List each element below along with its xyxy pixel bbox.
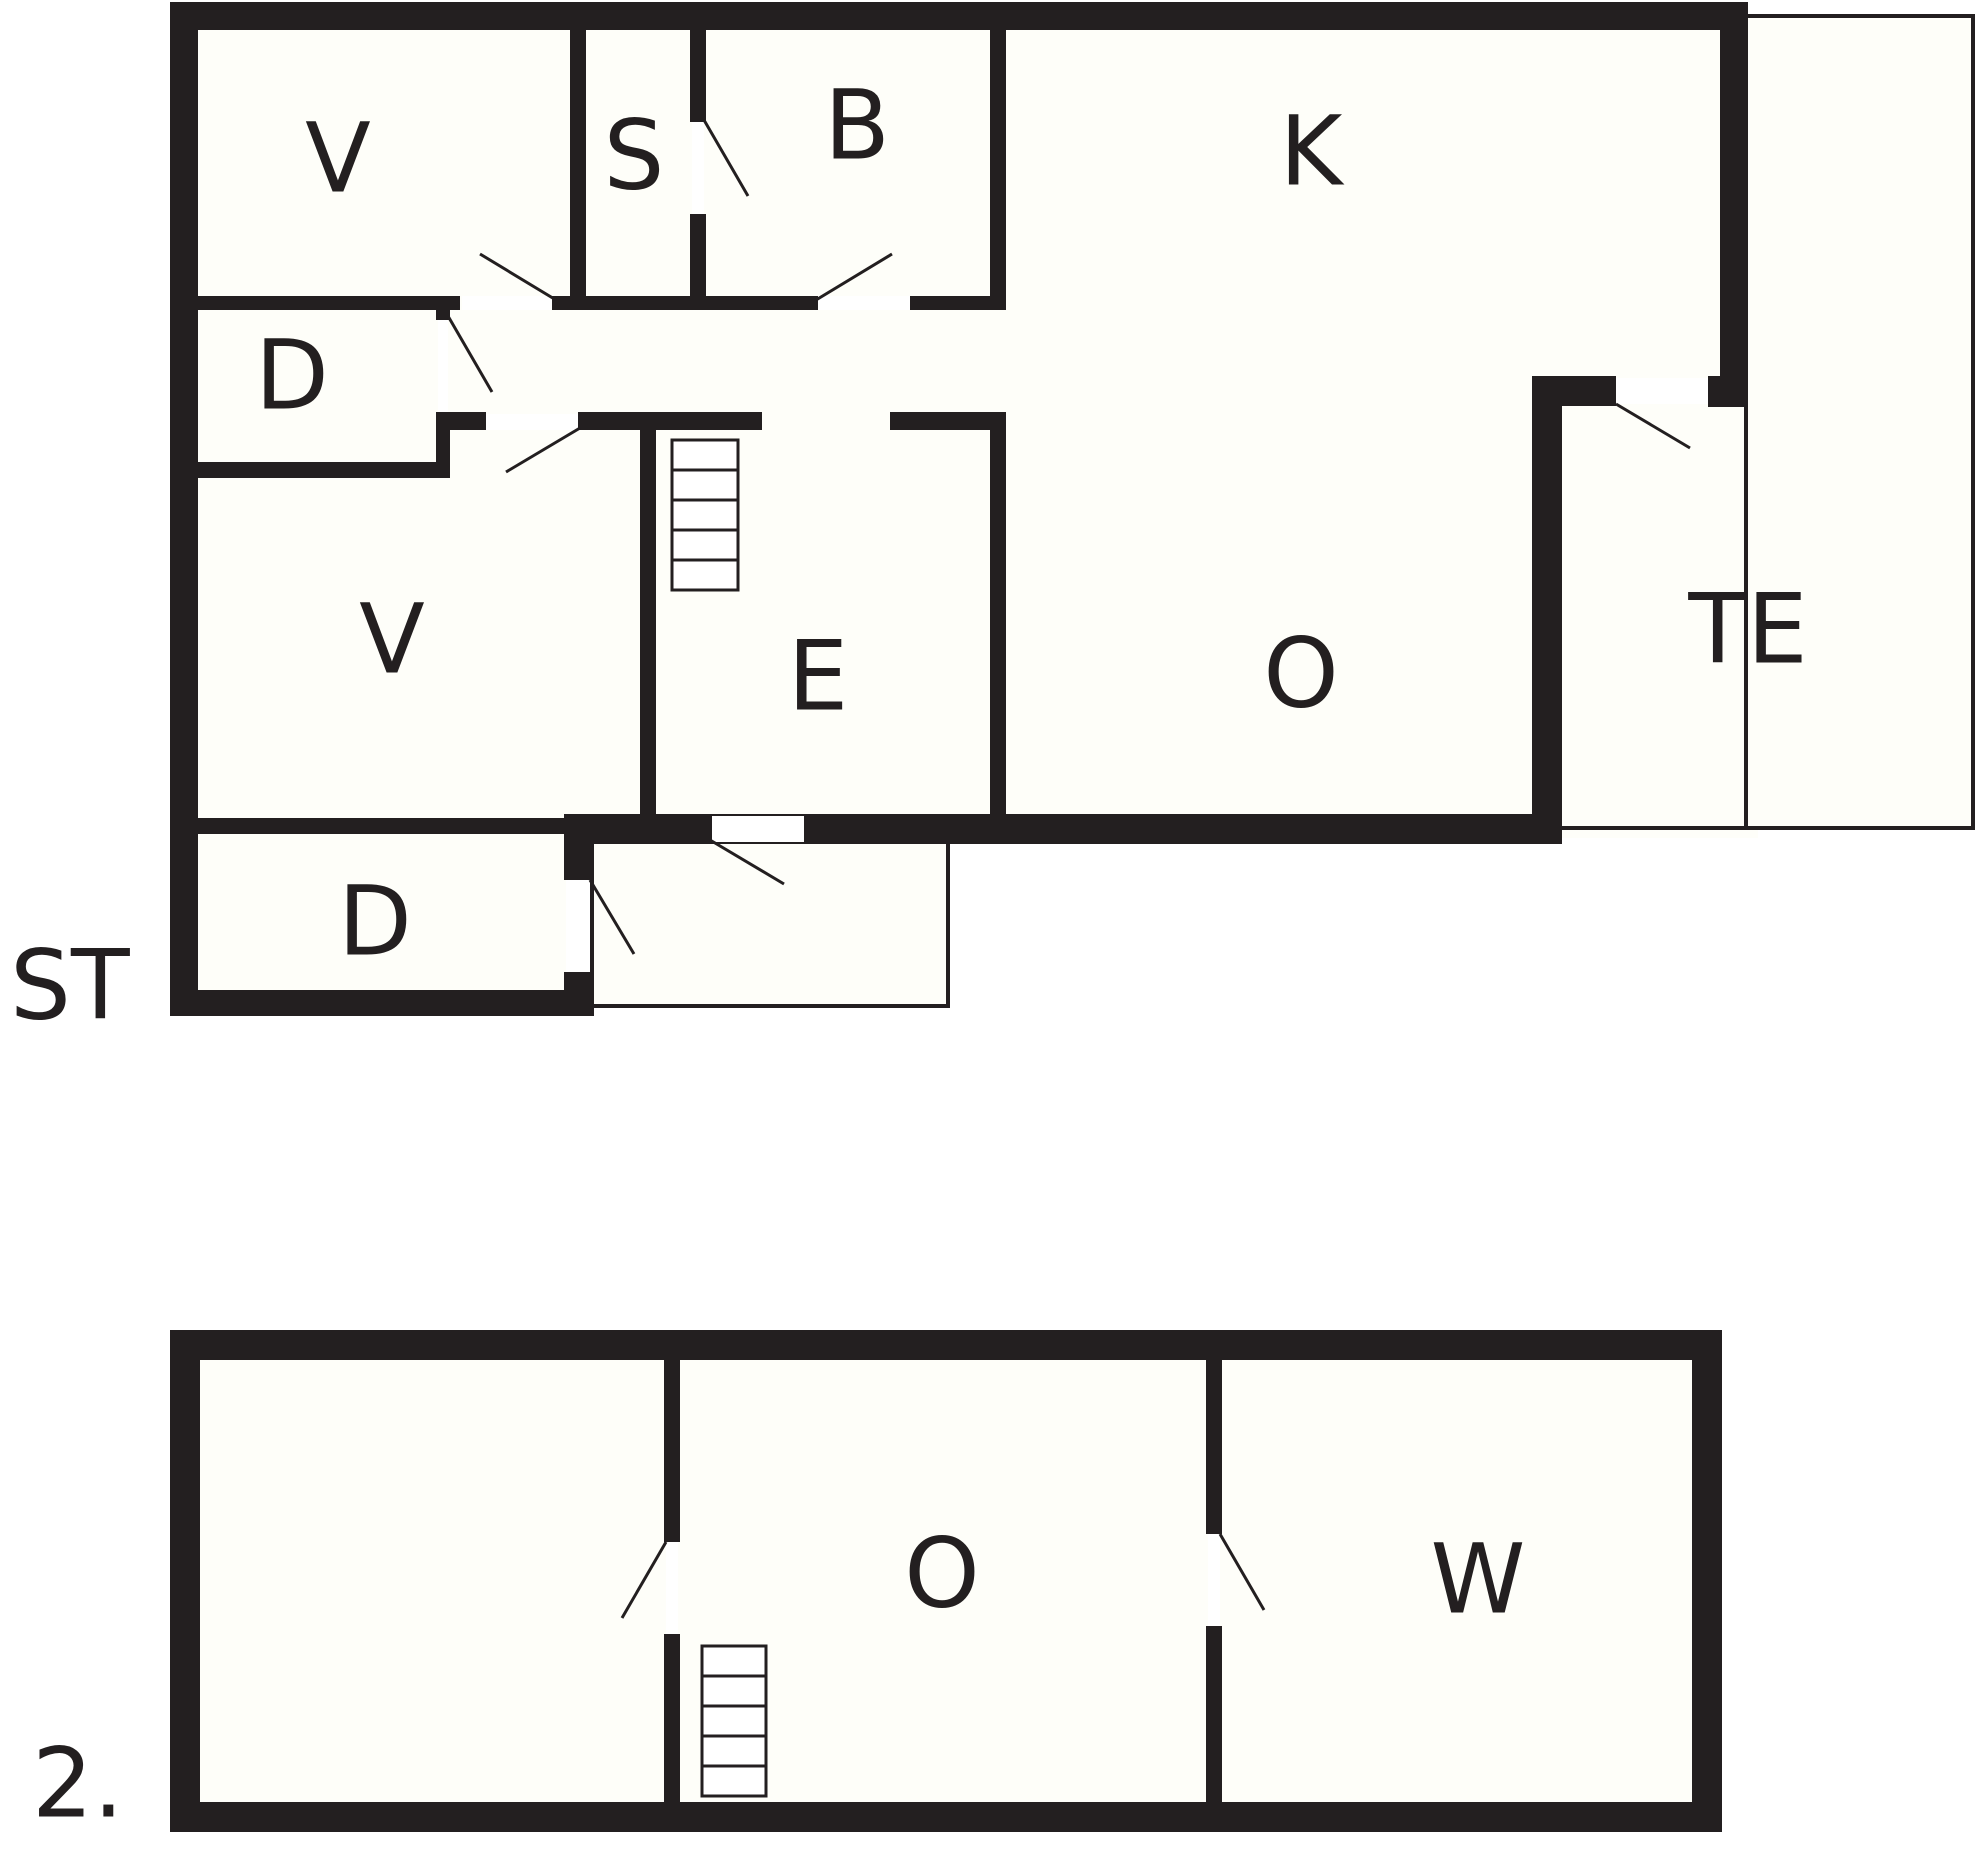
door-leaf-v1 bbox=[479, 252, 557, 302]
wall-hall-stub bbox=[450, 412, 486, 430]
ground-floor-fill bbox=[184, 16, 1975, 1016]
second-floor-door-leaves bbox=[620, 1533, 1266, 1619]
door-gap-d1 bbox=[438, 320, 448, 412]
wall-d2-right-b bbox=[564, 972, 592, 1016]
ground-floor-room-labels: V S B K D V E O TE D bbox=[255, 69, 1808, 977]
floor-area-lower-hall bbox=[584, 838, 948, 1006]
second-floor-room-labels: O W bbox=[904, 1517, 1525, 1635]
door-leaf-2-b bbox=[1218, 1533, 1266, 1611]
wall-2-top bbox=[170, 1330, 1722, 1360]
room-label-v1: V bbox=[305, 102, 371, 214]
room-label-o1: O bbox=[1263, 617, 1339, 729]
door-gap-b bbox=[818, 296, 910, 310]
room-label-o2: O bbox=[904, 1517, 980, 1629]
wall-e-top-b bbox=[890, 412, 1006, 430]
wall-right-upper bbox=[1720, 2, 1748, 407]
wall-2-left bbox=[170, 1330, 200, 1832]
floor-label-ground: ST bbox=[10, 929, 130, 1041]
floor-area-lower-left bbox=[184, 830, 590, 1016]
door-leaf-2-a bbox=[620, 1541, 668, 1619]
wall-d1-right-lower bbox=[436, 412, 450, 478]
door-leaf-s-b bbox=[702, 119, 750, 197]
wall-2-b-lower bbox=[1206, 1626, 1222, 1812]
second-floor: O W 2. bbox=[32, 1330, 1722, 1839]
wall-2-a-upper bbox=[664, 1350, 680, 1542]
door-gap-2-a bbox=[666, 1542, 678, 1634]
door-leaf-d1 bbox=[446, 315, 494, 393]
wall-right-stub bbox=[1708, 376, 1748, 407]
ground-floor-door-openings bbox=[438, 122, 1708, 972]
wall-d1-right bbox=[436, 296, 450, 320]
room-label-k: K bbox=[1280, 95, 1345, 207]
wall-v2-bottom bbox=[184, 818, 584, 834]
second-floor-door-openings bbox=[666, 1534, 1220, 1634]
wall-e-right bbox=[990, 412, 1006, 830]
second-floor-interior-walls bbox=[664, 1350, 1222, 1812]
room-label-b: B bbox=[824, 69, 890, 181]
door-leaf-d2 bbox=[588, 879, 636, 955]
wall-2-bottom bbox=[170, 1802, 1722, 1832]
room-label-te: TE bbox=[1687, 573, 1807, 685]
wall-s-b bbox=[690, 16, 706, 122]
wall-left bbox=[170, 2, 198, 1016]
wall-top bbox=[170, 2, 1748, 30]
floor-area-terrace-lower bbox=[1550, 400, 1975, 828]
door-leaf-hall bbox=[505, 426, 581, 474]
door-gap-te bbox=[1616, 378, 1708, 404]
ground-floor-stairs bbox=[670, 438, 740, 592]
wall-row1-bottom-a bbox=[184, 296, 460, 310]
wall-v1-s bbox=[570, 16, 586, 304]
wall-te-top bbox=[1532, 376, 1616, 406]
second-floor-stairs bbox=[700, 1644, 768, 1798]
ground-floor-door-leaves bbox=[446, 119, 1691, 955]
door-gap-d2 bbox=[566, 880, 590, 972]
second-floor-outer-walls bbox=[170, 1330, 1722, 1832]
door-leaf-b bbox=[815, 252, 893, 302]
door-gap-2-b bbox=[1208, 1534, 1220, 1626]
second-floor-fill bbox=[184, 1344, 1694, 1824]
room-label-s: S bbox=[604, 99, 665, 211]
door-gap-e bbox=[712, 816, 804, 842]
room-label-v2: V bbox=[359, 583, 425, 695]
stairs-2-outline bbox=[700, 1644, 768, 1798]
door-gap-hall bbox=[486, 414, 578, 430]
stairs-outline bbox=[670, 438, 740, 592]
room-label-w: W bbox=[1431, 1523, 1526, 1635]
floor-label-second: 2. bbox=[32, 1727, 124, 1839]
door-leaf-te bbox=[1615, 402, 1691, 450]
wall-2-right bbox=[1692, 1330, 1722, 1832]
door-gap-v1 bbox=[462, 296, 552, 310]
room-label-e: E bbox=[788, 620, 849, 732]
wall-s-b-lower bbox=[690, 214, 706, 304]
room-label-d1: D bbox=[255, 319, 329, 431]
wall-row1-bottom-c bbox=[910, 296, 1006, 310]
wall-e-top-a bbox=[578, 412, 762, 430]
ground-floor: V S B K D V E O TE D ST bbox=[10, 2, 1975, 1041]
door-gap-s-b bbox=[692, 122, 704, 214]
wall-d1-bottom bbox=[184, 462, 450, 478]
wall-b-k bbox=[990, 16, 1006, 310]
wall-2-b-upper bbox=[1206, 1350, 1222, 1534]
wall-te-left bbox=[1532, 376, 1562, 844]
wall-row1-bottom-b bbox=[552, 296, 818, 310]
wall-bottom-left bbox=[170, 990, 594, 1016]
wall-e-left bbox=[640, 420, 656, 830]
room-label-d2: D bbox=[338, 865, 412, 977]
door-leaf-e bbox=[709, 838, 785, 886]
wall-2-a-lower bbox=[664, 1634, 680, 1812]
